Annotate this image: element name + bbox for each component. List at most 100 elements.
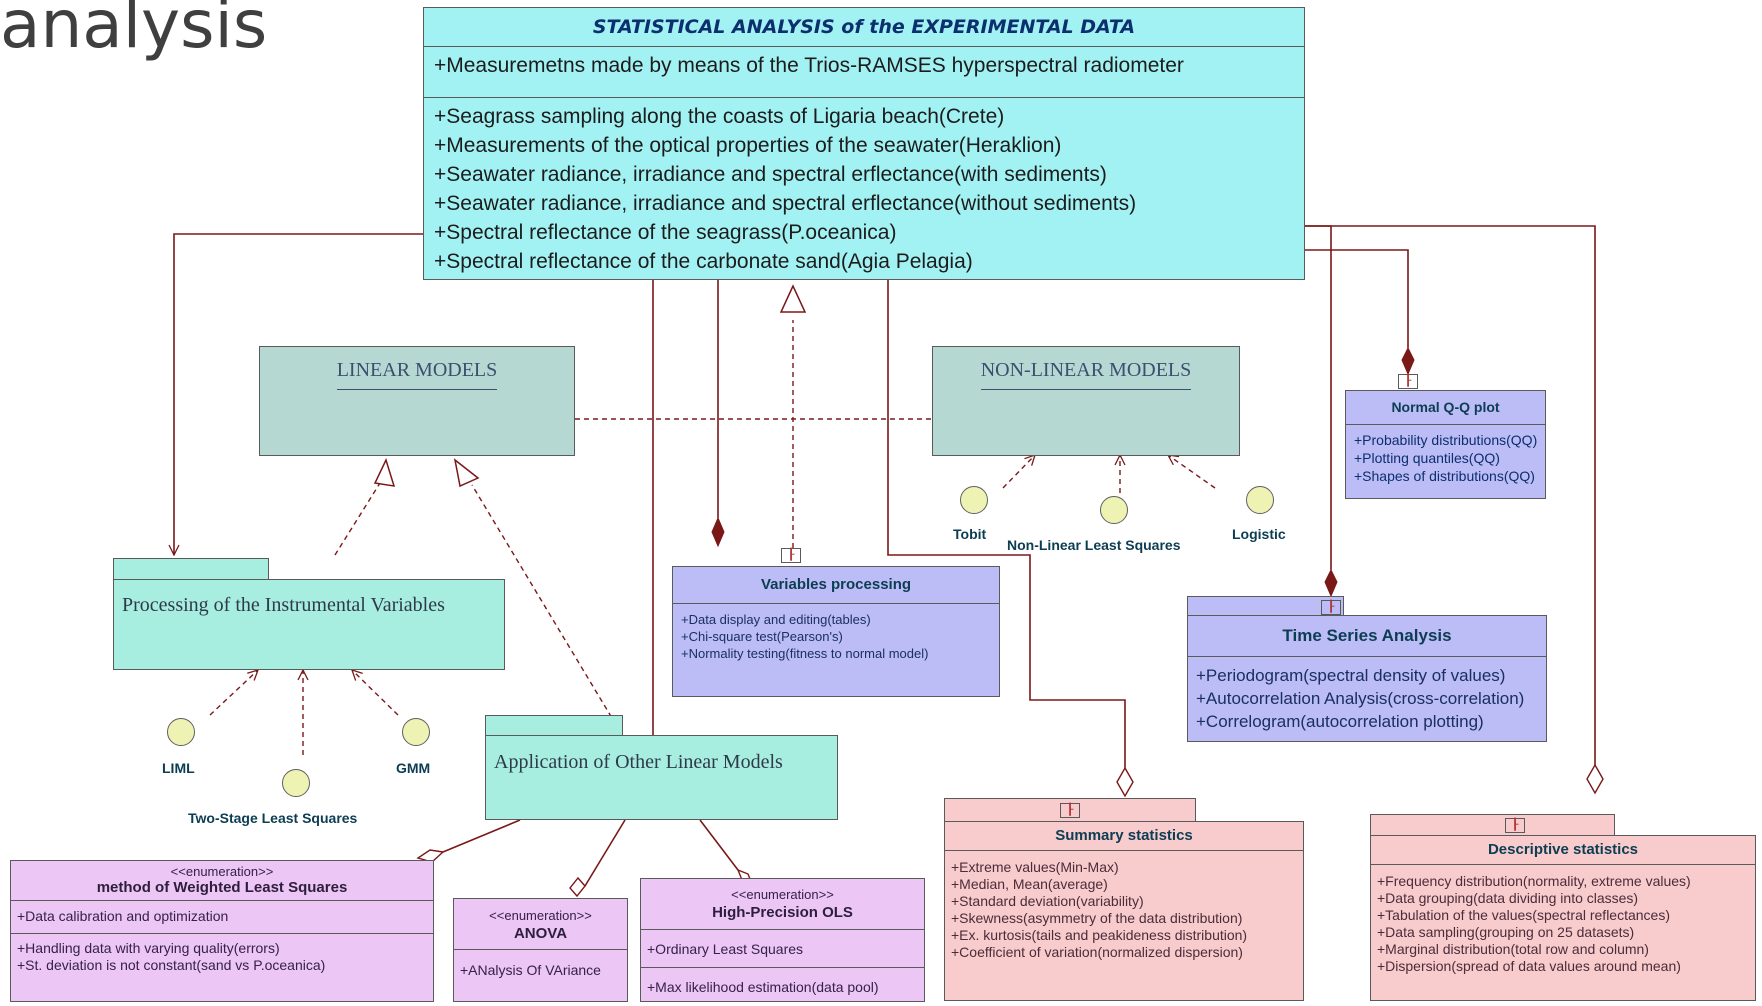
- ols-stereotype: <<enumeration>>: [731, 887, 834, 902]
- aggregation-diamond-summary: [1116, 766, 1134, 798]
- link-main-to-normal-qq: [1305, 249, 1409, 348]
- interface-label-tsls: Two-Stage Least Squares: [188, 810, 358, 826]
- interface-label-gmm: GMM: [396, 760, 431, 776]
- anova-title: ANOVA: [513, 925, 568, 942]
- interface-label-liml: LIML: [162, 760, 195, 776]
- package-tab: [113, 558, 269, 580]
- anova-row-1: +ANalysis Of VAriance: [454, 949, 627, 989]
- link-processing-to-linear: [334, 482, 381, 556]
- operation-item: +Measurements of the optical properties …: [434, 134, 1062, 157]
- package-tag: ┠: [1505, 818, 1525, 833]
- main-analysis-class: STATISTICAL ANALYSIS of the EXPERIMENTAL…: [423, 7, 1305, 280]
- interface-label-tobit: Tobit: [953, 526, 987, 542]
- ols-title: High-Precision OLS: [712, 904, 853, 921]
- time-series-class: Time Series Analysis +Periodogram(spectr…: [1187, 615, 1547, 742]
- other-linear-package: Application of Other Linear Models: [485, 735, 838, 820]
- wls-title: method of Weighted Least Squares: [96, 879, 348, 896]
- list-item: +St. deviation is not constant(sand vs P…: [17, 957, 326, 973]
- list-item: +Data display and editing(tables): [681, 612, 871, 627]
- link-tobit-to-nl: [1002, 455, 1035, 489]
- main-class-attribute: +Measuremetns made by means of the Trios…: [424, 47, 1304, 98]
- interface-circle-liml: [167, 718, 195, 746]
- descriptive-stats-class: Descriptive statistics +Frequency distri…: [1370, 835, 1756, 1001]
- list-item: +Plotting quantiles(QQ): [1354, 450, 1500, 466]
- interface-circle-gmm: [402, 718, 430, 746]
- main-class-title: STATISTICAL ANALYSIS of the EXPERIMENTAL…: [424, 8, 1304, 47]
- generalization-triangle-linear-right: [453, 458, 480, 488]
- operation-item: +Seagrass sampling along the coasts of L…: [434, 105, 1005, 128]
- variables-processing-title: Variables processing: [673, 567, 999, 604]
- operation-item: +Spectral reflectance of the seagrass(P.…: [434, 221, 897, 244]
- list-item: +Skewness(asymmetry of the data distribu…: [951, 910, 1243, 926]
- interface-circle-nlls: [1100, 496, 1128, 524]
- aggregation-diamond-anova: [569, 876, 586, 898]
- link-main-to-descriptive: [1305, 225, 1596, 765]
- list-item: +Data sampling(grouping on 25 datasets): [1377, 924, 1635, 940]
- list-item: +Correlogram(autocorrelation plotting): [1196, 712, 1484, 731]
- composition-diamond-normal-qq: [1401, 346, 1415, 376]
- list-item: +Standard deviation(variability): [951, 893, 1144, 909]
- nonlinear-models-box: NON-LINEAR MODELS: [932, 346, 1240, 456]
- normal-qq-class: Normal Q-Q plot +Probability distributio…: [1345, 390, 1546, 499]
- wls-stereotype: <<enumeration>>: [170, 864, 274, 879]
- anova-enumeration: <<enumeration>> ANOVA +ANalysis Of VAria…: [453, 898, 628, 1002]
- list-item: +Shapes of distributions(QQ): [1354, 468, 1535, 484]
- interface-circle-tsls: [282, 769, 310, 797]
- package-tag: ┠: [1060, 803, 1080, 818]
- list-item: +Median, Mean(average): [951, 876, 1108, 892]
- interface-circle-tobit: [960, 486, 988, 514]
- list-item: +Probability distributions(QQ): [1354, 432, 1538, 448]
- interface-label-logistic: Logistic: [1232, 526, 1286, 542]
- anova-stereotype: <<enumeration>>: [489, 908, 592, 923]
- nonlinear-models-title: NON-LINEAR MODELS: [980, 359, 1192, 390]
- link-other-to-anova: [584, 819, 626, 887]
- list-item: +Ex. kurtosis(tails and peakideness dist…: [951, 927, 1248, 943]
- normal-qq-title: Normal Q-Q plot: [1346, 391, 1545, 425]
- list-item: +Coefficient of variation(normalized dis…: [951, 944, 1243, 960]
- link-other-to-wls: [442, 819, 521, 853]
- link-main-to-time-series: [1305, 225, 1332, 570]
- processing-iv-title: Processing of the Instrumental Variables: [122, 594, 445, 616]
- list-item: +Periodogram(spectral density of values): [1196, 666, 1506, 685]
- generalization-triangle-main: [779, 284, 807, 313]
- link-liml-to-piv: [209, 670, 258, 716]
- descriptive-stats-tab: [1370, 814, 1615, 836]
- wls-row-1: +Data calibration and optimization: [11, 900, 433, 933]
- link-other-to-linear: [471, 484, 631, 749]
- list-item: +Frequency distribution(normality, extre…: [1377, 873, 1691, 889]
- aggregation-diamond-wls: [416, 849, 445, 863]
- processing-iv-package: Processing of the Instrumental Variables: [113, 579, 505, 670]
- generalization-triangle-linear-left: [373, 457, 396, 487]
- list-item: +Normality testing(fitness to normal mod…: [681, 646, 929, 661]
- list-item: +Autocorrelation Analysis(cross-correlat…: [1196, 689, 1525, 708]
- composition-diamond-time-series: [1324, 568, 1338, 598]
- ols-enumeration: <<enumeration>> High-Precision OLS +Ordi…: [640, 878, 925, 1002]
- slide-heading: analysis: [0, 0, 268, 63]
- wls-enumeration: <<enumeration>> method of Weighted Least…: [10, 860, 434, 1002]
- interface-label-nlls: Non-Linear Least Squares: [1007, 537, 1181, 553]
- interface-circle-logistic: [1246, 486, 1274, 514]
- link-gmm-to-piv: [352, 670, 399, 716]
- list-item: +Chi-square test(Pearson's): [681, 629, 843, 644]
- list-item: +Extreme values(Min-Max): [951, 859, 1119, 875]
- other-linear-title: Application of Other Linear Models: [494, 751, 783, 773]
- link-main-to-summary: [887, 280, 1126, 768]
- aggregation-diamond-descriptive: [1586, 763, 1604, 795]
- time-series-title: Time Series Analysis: [1188, 616, 1546, 657]
- main-class-operations: +Seagrass sampling along the coasts of L…: [424, 98, 1304, 276]
- list-item: +Tabulation of the values(spectral refle…: [1377, 907, 1670, 923]
- variables-processing-class: Variables processing +Data display and e…: [672, 566, 1000, 697]
- package-tag: ┠: [1321, 600, 1341, 615]
- composition-diamond-variables: [711, 516, 725, 548]
- package-tag: ┠: [1398, 374, 1418, 389]
- operation-item: +Seawater radiance, irradiance and spect…: [434, 192, 1137, 215]
- link-logistic-to-nl: [1168, 455, 1216, 489]
- ols-row-1: +Ordinary Least Squares: [641, 929, 924, 967]
- list-item: +Handling data with varying quality(erro…: [17, 940, 280, 956]
- list-item: +Dispersion(spread of data values around…: [1377, 958, 1681, 974]
- ols-row-2: +Max likelihood estimation(data pool): [641, 967, 924, 1005]
- operation-item: +Spectral reflectance of the carbonate s…: [434, 250, 973, 273]
- summary-stats-class: Summary statistics +Extreme values(Min-M…: [944, 821, 1304, 1001]
- list-item: +Data grouping(data dividing into classe…: [1377, 890, 1639, 906]
